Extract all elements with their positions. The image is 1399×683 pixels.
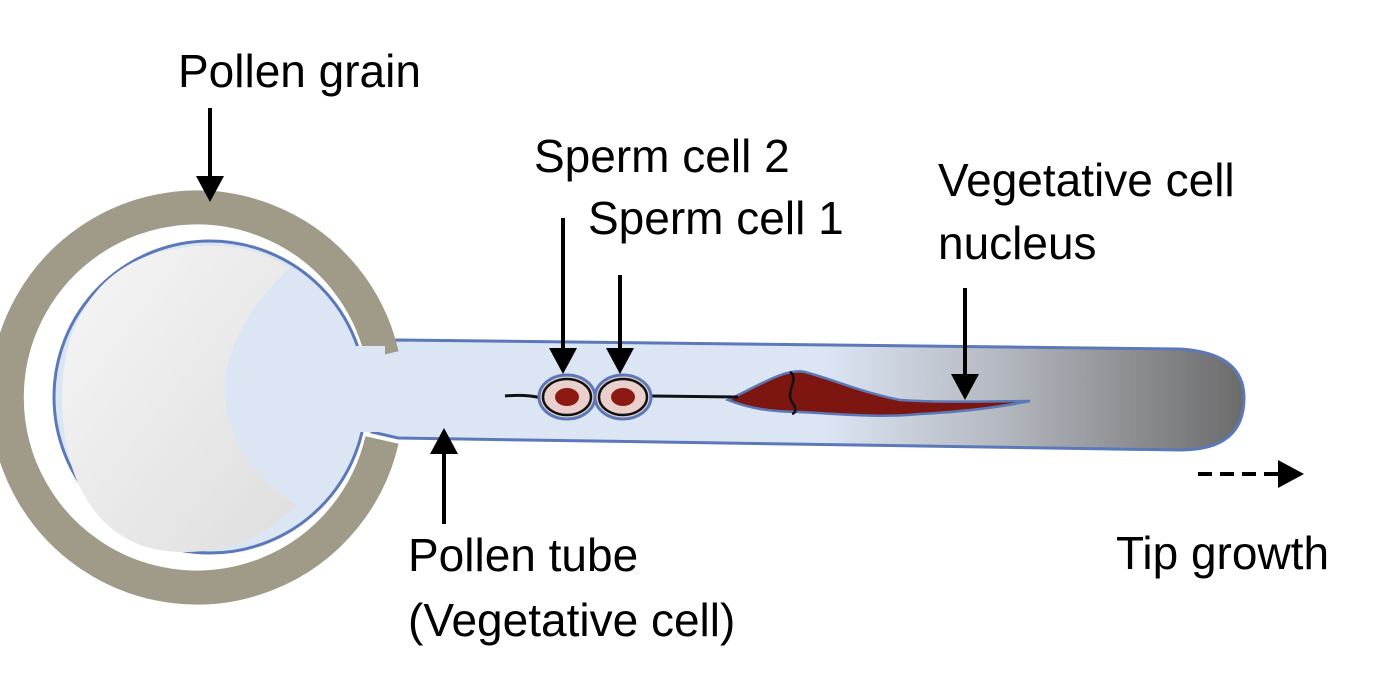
arrow-sperm-cell-1 [606,275,634,374]
label-pollen-tube-line2: (Vegetative cell) [408,594,735,646]
arrow-pollen-tube [430,428,458,524]
vacuole [62,245,296,553]
sperm-connector [651,394,739,399]
arrow-vegetative-nucleus [951,288,979,400]
label-pollen-tube-line1: Pollen tube [408,529,638,581]
label-sperm-cell-2: Sperm cell 2 [534,130,790,182]
label-vegetative-nucleus-line1: Vegetative cell [938,154,1235,206]
arrow-pollen-grain [196,108,224,202]
vegetative-cell-nucleus [724,370,1031,417]
label-tip-growth: Tip growth [1116,527,1329,579]
label-sperm-cell-1: Sperm cell 1 [588,192,844,244]
sperm-cell-2 [537,373,597,421]
arrow-tip-growth [1198,460,1304,488]
arrow-sperm-cell-2 [549,218,577,374]
sperm-cell-1 [593,373,653,421]
label-vegetative-nucleus-line2: nucleus [938,217,1097,269]
nucleus-fold-line [788,370,797,416]
pollen-grain-wall [0,190,399,605]
label-pollen-grain: Pollen grain [178,45,421,97]
